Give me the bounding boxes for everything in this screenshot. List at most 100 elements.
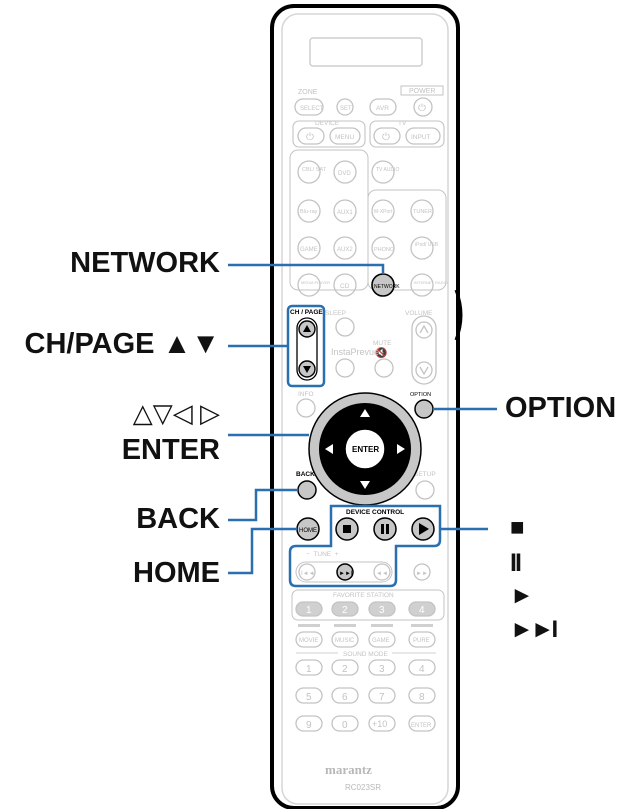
volume-up-button[interactable] (415, 321, 433, 339)
cbl-sat-button[interactable] (297, 160, 321, 184)
menu-button[interactable] (329, 127, 361, 145)
color-bar-4 (411, 624, 433, 627)
skip-back-icon: I◄◄ (301, 571, 315, 577)
select-button[interactable] (294, 98, 324, 116)
label-n5: 5 (306, 692, 312, 703)
mute-button[interactable] (374, 358, 394, 378)
num-4-button[interactable] (408, 659, 436, 676)
num-9-button[interactable] (295, 715, 323, 732)
color-bar-2 (334, 624, 356, 627)
num-6-button[interactable] (331, 687, 359, 704)
sleep-button[interactable] (335, 317, 355, 337)
movie-button[interactable] (295, 631, 323, 648)
set-button[interactable] (336, 98, 354, 116)
label-menu: MENU (335, 134, 354, 141)
num-3-button[interactable] (368, 659, 396, 676)
fast-forward-icon: ►► (416, 571, 428, 577)
music-button[interactable] (331, 631, 359, 648)
tv-power-button[interactable] (373, 127, 401, 145)
label-mute: MUTE (373, 340, 392, 347)
aux1-button[interactable] (333, 199, 357, 223)
label-set: SET (340, 106, 352, 112)
aux2-button[interactable] (333, 236, 357, 260)
avr-button[interactable] (369, 98, 397, 116)
network-leader (228, 263, 385, 274)
num-plus10-button[interactable] (368, 715, 396, 732)
input-button[interactable] (405, 127, 441, 145)
label-game-mode: GAME (372, 638, 390, 644)
label-input: INPUT (411, 134, 431, 141)
label-aux1: AUX1 (337, 210, 353, 216)
dvd-button[interactable] (333, 160, 357, 184)
cursor-right-icon[interactable] (397, 444, 405, 454)
bluray-button[interactable] (297, 199, 321, 223)
setup-button[interactable] (415, 480, 435, 500)
enter-button[interactable] (344, 428, 386, 470)
media-player-button[interactable] (297, 273, 321, 297)
pause-button[interactable] (373, 517, 397, 541)
volume-down-button[interactable] (415, 361, 433, 379)
favorite-2-button[interactable] (331, 601, 359, 617)
num-5-button[interactable] (295, 687, 323, 704)
tv-power-icon: ⏻ (382, 132, 390, 143)
pause-callout: II (510, 549, 522, 577)
back-button[interactable] (297, 480, 317, 500)
favorite-1-button[interactable] (295, 601, 323, 617)
cd-button[interactable] (333, 273, 357, 297)
cursor-down-icon[interactable] (360, 481, 370, 489)
info-button[interactable] (296, 398, 316, 418)
device-power-icon: ⏻ (306, 132, 314, 143)
instaprevue-button[interactable] (335, 358, 355, 378)
label-zone: ZONE (298, 89, 318, 96)
label-fav3: 3 (379, 605, 385, 616)
label-n9: 9 (306, 720, 312, 731)
color-bar-1 (298, 624, 320, 627)
fast-forward-button[interactable] (413, 563, 431, 581)
home-callout: HOME (133, 557, 220, 589)
mxport-button[interactable] (371, 199, 395, 223)
game-button[interactable] (297, 236, 321, 260)
volume-rocker[interactable] (411, 315, 437, 385)
cursor-up-icon[interactable] (360, 409, 370, 417)
option-button[interactable] (414, 399, 434, 419)
label-option: OPTION (410, 392, 431, 398)
remote-side-bump (454, 289, 463, 341)
label-fav1: 1 (306, 605, 312, 616)
label-n3: 3 (379, 664, 385, 675)
brand-logo: marantz (325, 762, 372, 777)
label-device-control: DEVICE CONTROL (346, 509, 404, 516)
label-sound-mode: SOUND MODE (343, 651, 388, 658)
device-power-button[interactable] (297, 127, 325, 145)
num-2-button[interactable] (331, 659, 359, 676)
label-favorite-station: FAVORITE STATION (333, 592, 394, 599)
pure-button[interactable] (408, 631, 436, 648)
label-aux2: AUX2 (337, 247, 353, 253)
tuner-button[interactable] (410, 199, 434, 223)
num-7-button[interactable] (368, 687, 396, 704)
label-n6: 6 (342, 692, 348, 703)
num-enter-button[interactable] (408, 715, 436, 732)
favorite-3-button[interactable] (368, 601, 396, 617)
power-button[interactable] (413, 97, 433, 117)
num-8-button[interactable] (408, 687, 436, 704)
play-callout: ► (510, 582, 534, 609)
stop-icon (343, 525, 351, 533)
skip-back-button[interactable] (298, 563, 316, 581)
skip-forward-button[interactable] (336, 563, 354, 581)
rewind-button[interactable] (373, 563, 391, 581)
label-back: BACK (296, 471, 315, 478)
pause-icon-bar-1 (381, 524, 384, 534)
cursor-left-icon[interactable] (325, 444, 333, 454)
num-0-button[interactable] (331, 715, 359, 732)
tv-audio-button[interactable] (371, 160, 395, 184)
num-1-button[interactable] (295, 659, 323, 676)
label-sleep: SLEEP (325, 310, 346, 317)
phono-button[interactable] (371, 236, 395, 260)
game-mode-button[interactable] (368, 631, 396, 648)
color-bar-3 (371, 624, 393, 627)
label-internet-radio: INTERNET RADIO (414, 280, 448, 285)
ipod-usb-button[interactable] (410, 236, 434, 260)
volume-up-icon (419, 324, 429, 334)
internet-radio-button[interactable] (410, 273, 434, 297)
favorite-4-button[interactable] (408, 601, 436, 617)
